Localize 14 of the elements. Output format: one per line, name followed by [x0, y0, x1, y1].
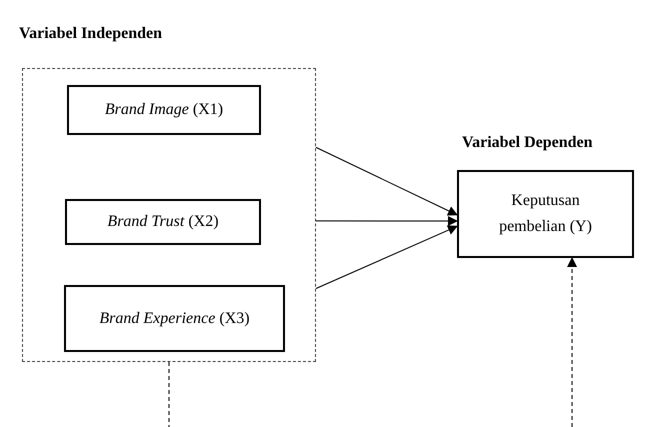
variable-box [64, 285, 285, 352]
arrow [316, 225, 458, 289]
arrow [316, 216, 458, 226]
heading: Variabel Dependen [462, 133, 593, 153]
arrow [316, 146, 458, 216]
variable-label: Keputusan pembelian (Y) [498, 191, 593, 237]
variable-label: Brand Trust (X2) [107, 212, 219, 232]
dashed-connector [168, 362, 170, 427]
variable-label: Brand Image (X1) [104, 100, 224, 120]
variable-box [67, 85, 261, 135]
variable-label: Brand Experience (X3) [99, 308, 250, 329]
heading: Variabel Independen [19, 25, 162, 43]
variable-box [65, 199, 261, 245]
dashed-connector [567, 257, 578, 427]
